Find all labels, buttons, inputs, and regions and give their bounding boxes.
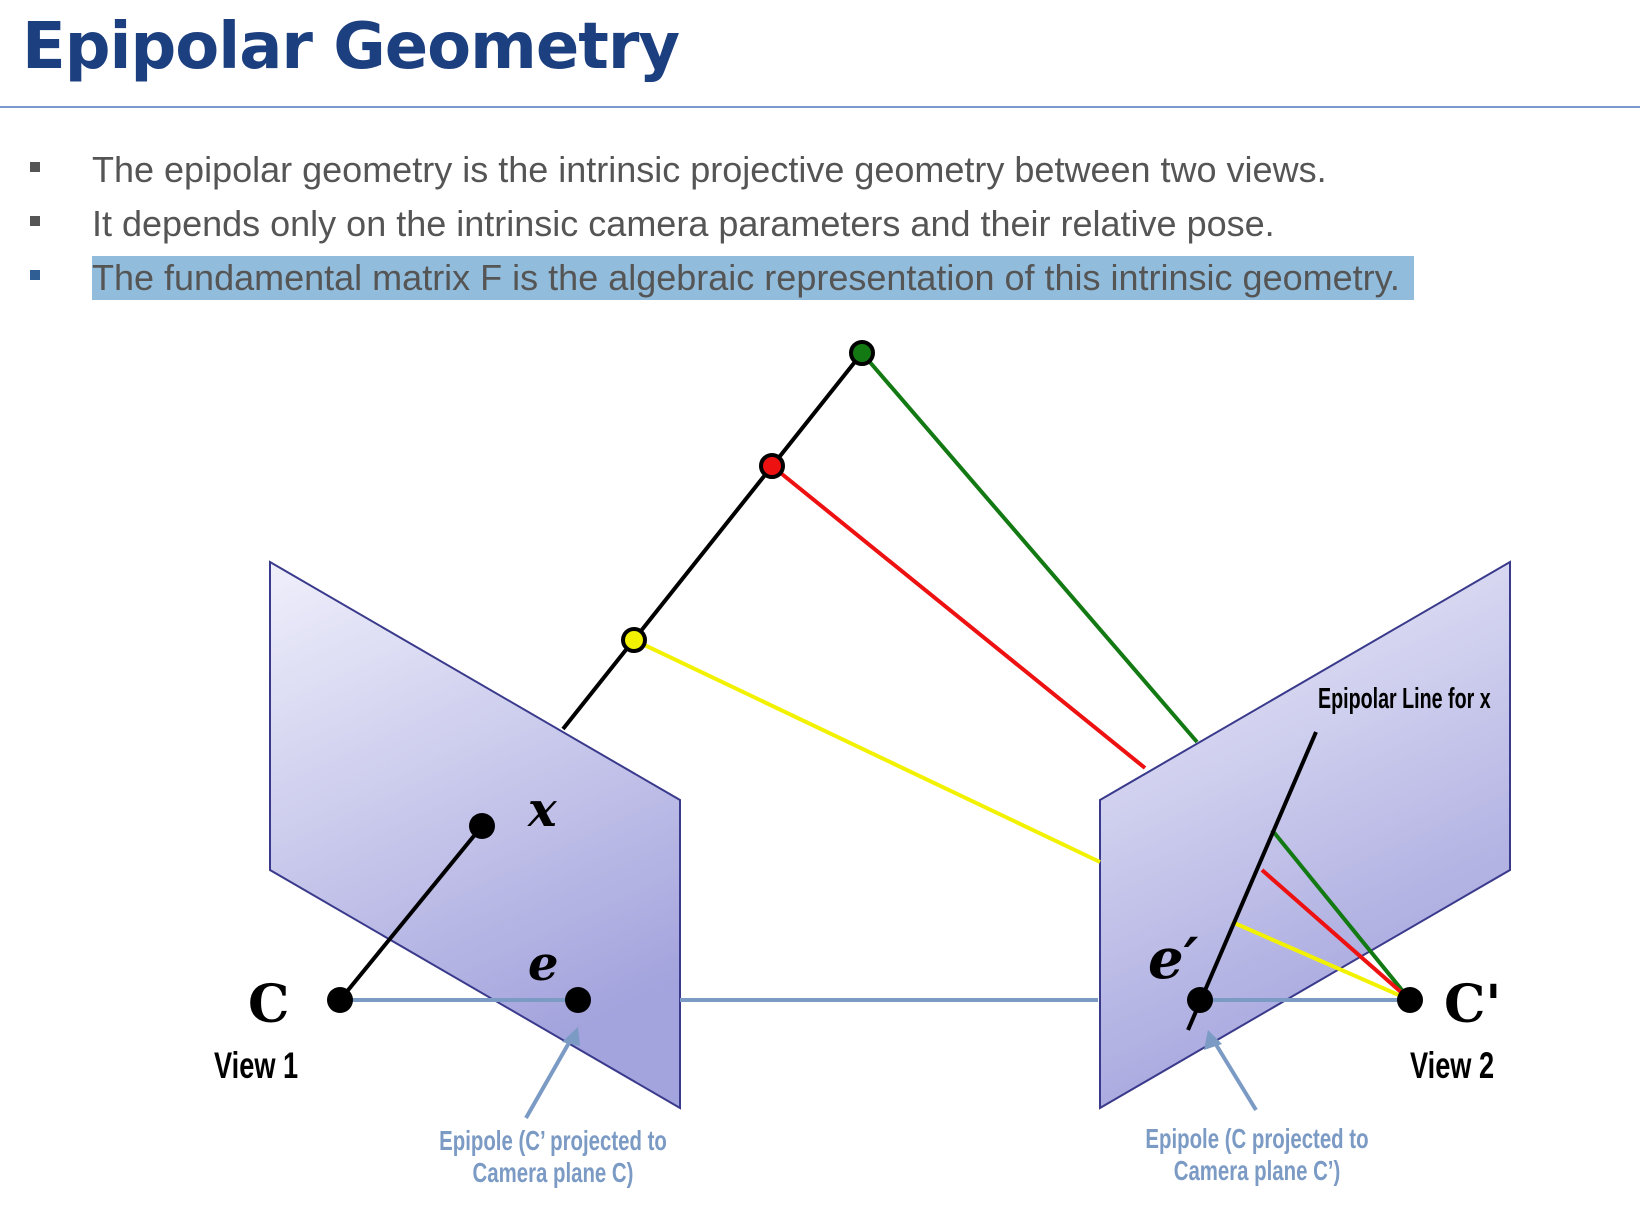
- ray-c-x: [338, 824, 484, 1002]
- label-c: C: [248, 974, 289, 1035]
- epipole1-arrow: [524, 1033, 576, 1119]
- epipole2-caption-line2: Camera plane C’): [1174, 1156, 1341, 1187]
- epipole1-caption-line2: Camera plane C): [473, 1158, 634, 1189]
- point-x: [469, 813, 495, 839]
- green-ray: [860, 351, 1199, 744]
- bullet-square-icon: [30, 162, 40, 172]
- epipole1-caption-line1: Epipole (C’ projected to: [439, 1126, 667, 1157]
- epipole2-arrowhead-icon: [1204, 1030, 1222, 1050]
- image-plane-view2: [1099, 560, 1511, 1110]
- label-e: e: [528, 936, 559, 992]
- green-ray-inplane: [1270, 828, 1412, 1002]
- page-title: Epipolar Geometry: [22, 10, 680, 84]
- epipolar-line: [1186, 731, 1318, 1031]
- bullet-text: It depends only on the intrinsic camera …: [92, 203, 1275, 244]
- camera-center-c-prime: [1397, 987, 1423, 1013]
- bullet-text: The fundamental matrix F is the algebrai…: [92, 256, 1414, 300]
- bullet-square-icon: [30, 216, 40, 226]
- red-ray: [770, 464, 1147, 770]
- bullet-item: It depends only on the intrinsic camera …: [0, 202, 1640, 258]
- epipole2-arrow: [1210, 1036, 1258, 1112]
- title-divider: [0, 106, 1640, 108]
- epipole2-caption-line1: Epipole (C projected to: [1145, 1124, 1368, 1155]
- bullet-item: The epipolar geometry is the intrinsic p…: [0, 148, 1640, 204]
- point-yellow: [621, 627, 647, 653]
- yellow-ray-inplane: [1231, 920, 1411, 1002]
- bullet-item-highlighted: The fundamental matrix F is the algebrai…: [0, 256, 1640, 312]
- epipole-e-prime: [1187, 987, 1213, 1013]
- point-red: [759, 453, 785, 479]
- label-x: x: [527, 782, 558, 838]
- point-green: [849, 340, 875, 366]
- label-c-prime: C': [1444, 974, 1501, 1035]
- yellow-ray: [633, 638, 1101, 864]
- bullet-square-icon: [30, 270, 40, 280]
- label-view2: View 2: [1410, 1045, 1494, 1086]
- epipole-e: [565, 987, 591, 1013]
- ray-x-upper: [561, 351, 864, 731]
- label-epipolar-line: Epipolar Line for x: [1318, 683, 1491, 715]
- camera-center-c: [327, 987, 353, 1013]
- label-e-prime: e′: [1148, 926, 1199, 992]
- red-ray-inplane: [1260, 868, 1412, 1002]
- label-view1: View 1: [214, 1045, 298, 1086]
- epipole1-arrowhead-icon: [562, 1027, 580, 1046]
- bullet-text: The epipolar geometry is the intrinsic p…: [92, 149, 1327, 190]
